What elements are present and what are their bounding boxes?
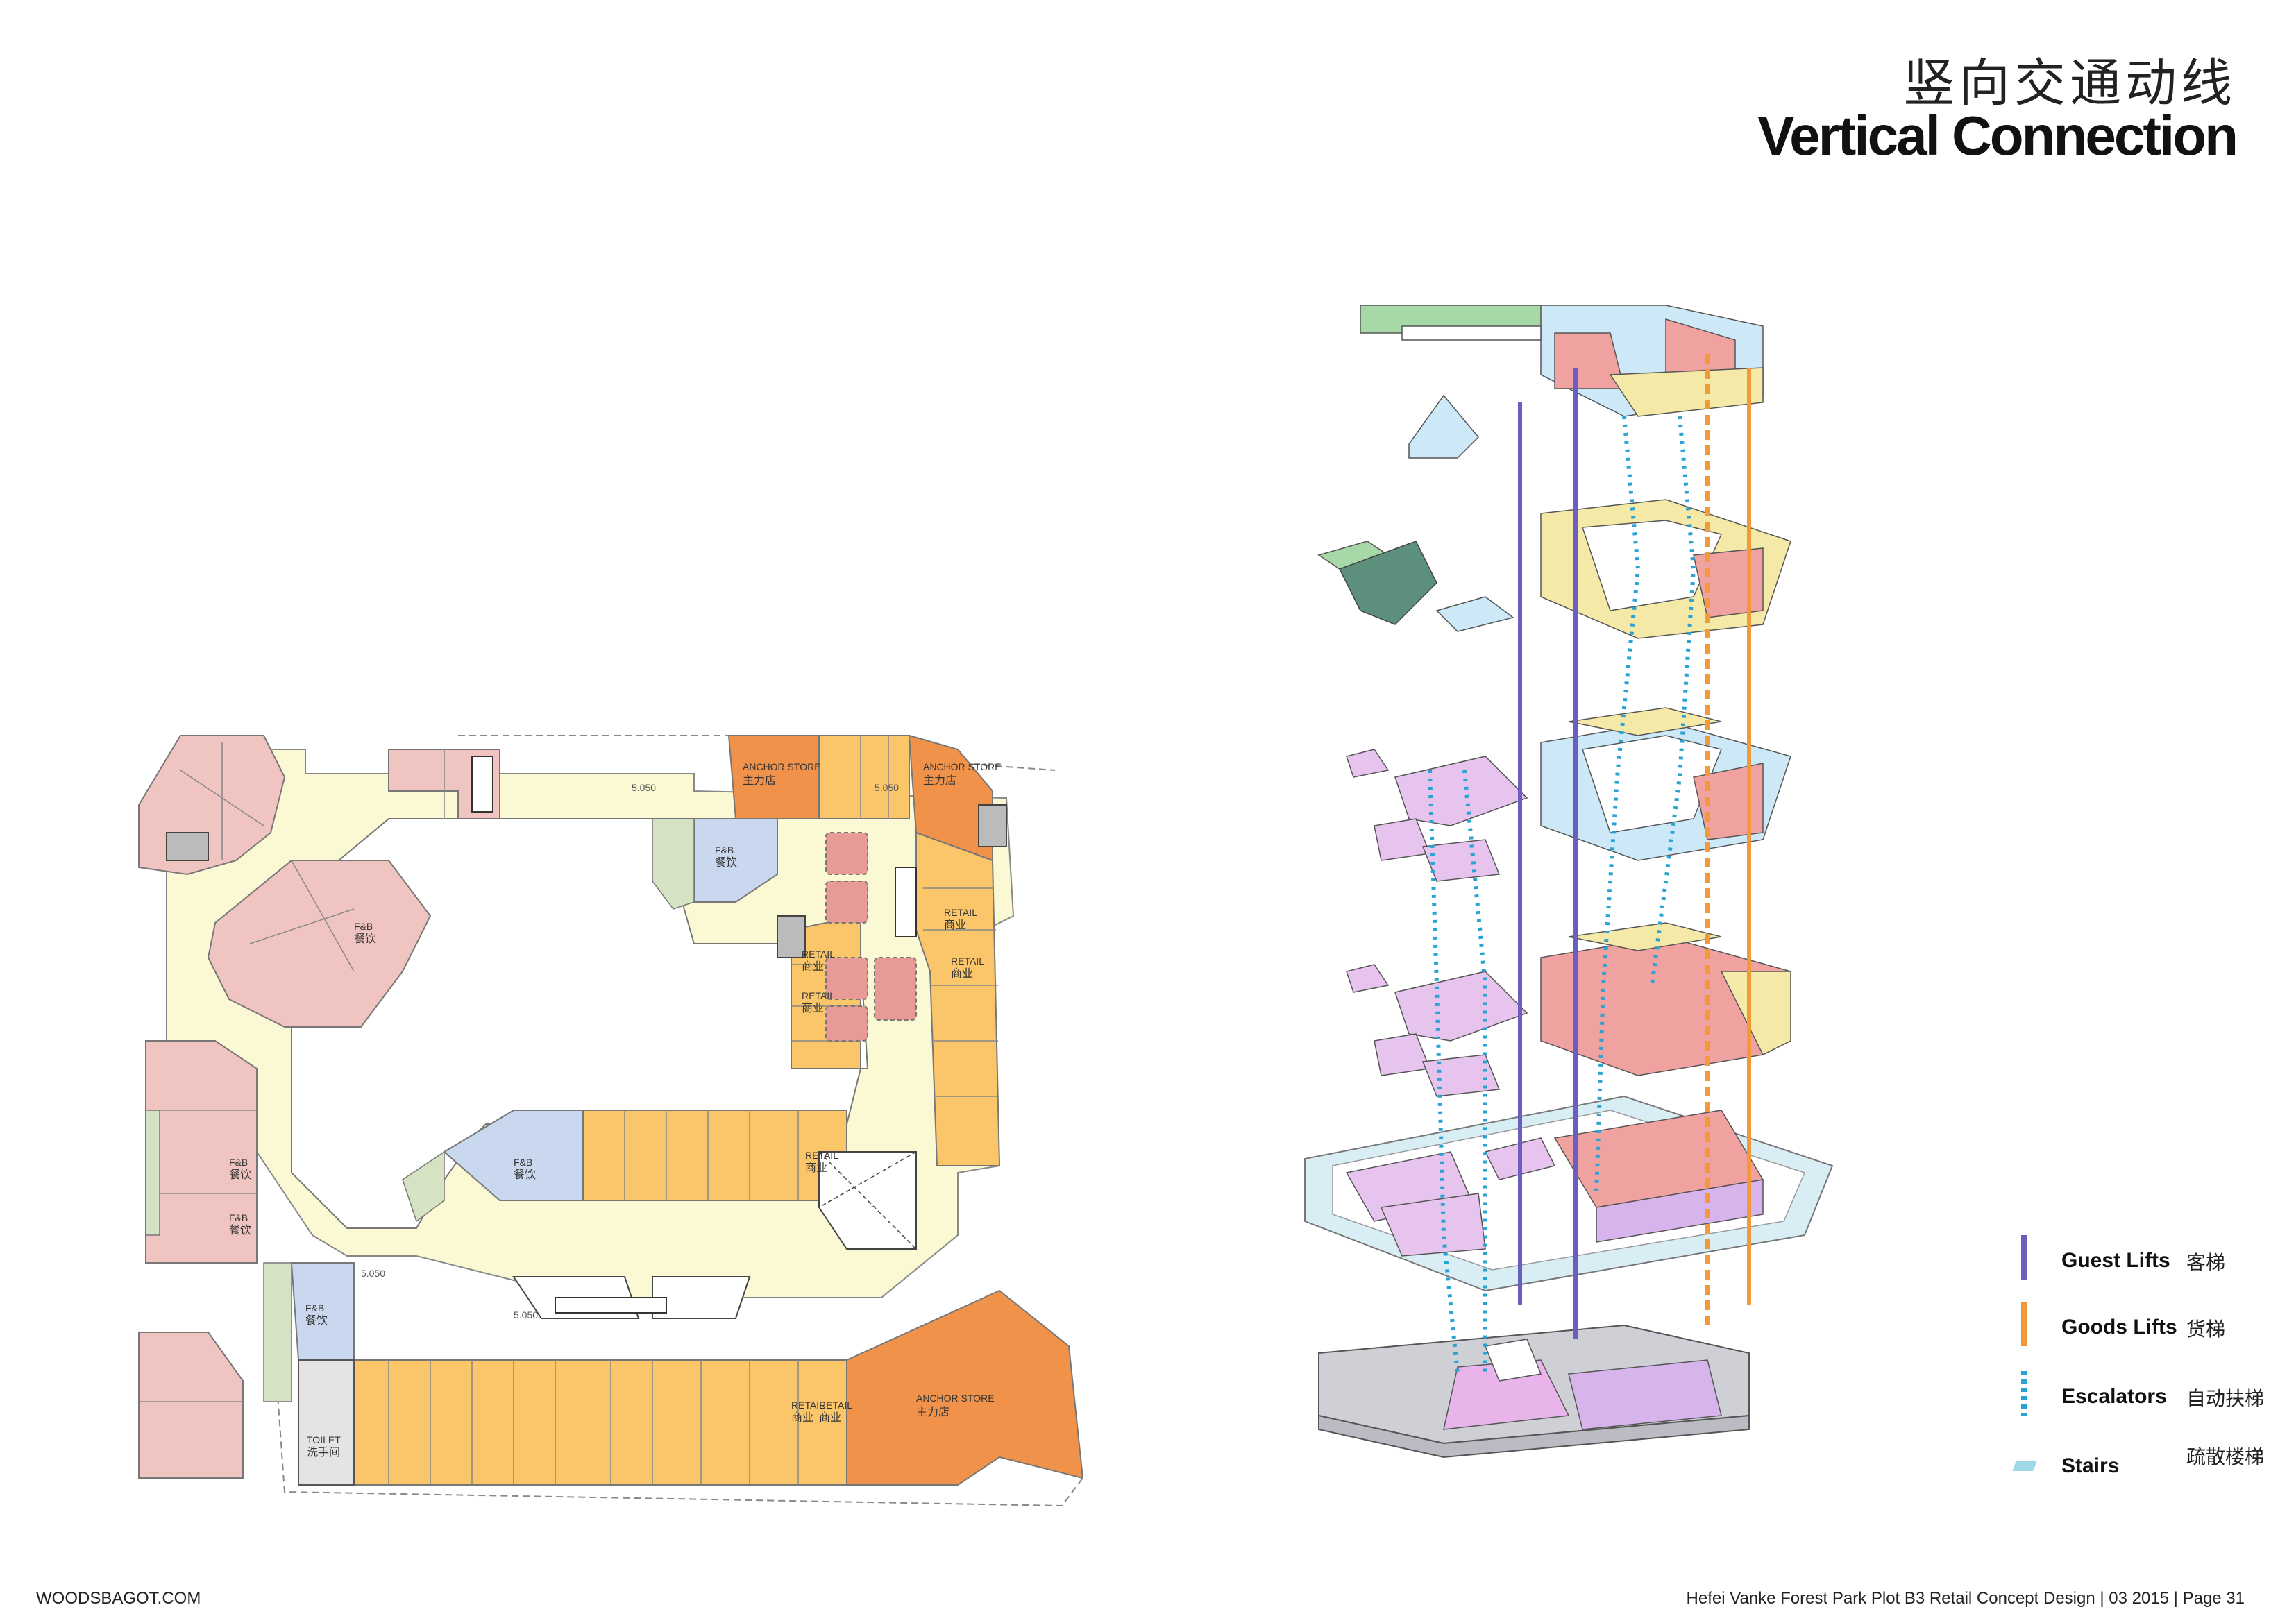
escalator-plan-right bbox=[895, 867, 917, 937]
label-anchor-top-right: ANCHOR STORE bbox=[923, 761, 1002, 772]
legend-item-guest-lifts: Guest Lifts 客梯 bbox=[2013, 1235, 2277, 1291]
legend-label-en: Guest Lifts bbox=[2061, 1249, 2170, 1272]
legend-label-cn: 货梯 bbox=[2186, 1318, 2226, 1341]
stair-plan-right bbox=[978, 804, 1007, 847]
label-retail-middle: RETAIL bbox=[805, 1150, 838, 1161]
label-anchor-bottom-cn: 主力店 bbox=[916, 1406, 949, 1418]
legend-label-en: Goods Lifts bbox=[2061, 1316, 2177, 1339]
level-mark-d: 5.050 bbox=[514, 1309, 538, 1320]
label-fnb-ring: F&B bbox=[354, 921, 373, 932]
level-mark-a: 5.050 bbox=[632, 782, 656, 793]
green-edge-inner bbox=[652, 818, 695, 910]
label-anchor-top-right-cn: 主力店 bbox=[923, 774, 956, 787]
label-retail-right-2-cn: 商业 bbox=[951, 967, 973, 980]
legend-label-cn: 自动扶梯 bbox=[2186, 1387, 2265, 1410]
footer-document-info: Hefei Vanke Forest Park Plot B3 Retail C… bbox=[1686, 1589, 2245, 1608]
legend-label-cn: 客梯 bbox=[2186, 1251, 2226, 1274]
fnb-blue-unit-lower bbox=[443, 1110, 584, 1201]
level-mark-b: 5.050 bbox=[875, 782, 899, 793]
fnb-unit-ring bbox=[207, 860, 432, 1028]
label-fnb-ring-cn: 餐饮 bbox=[354, 933, 376, 945]
legend-item-stairs: Stairs 疏散楼梯 bbox=[2012, 1441, 2277, 1496]
escalator-line-4 bbox=[1650, 416, 1696, 986]
page-title-english: Vertical Connection bbox=[1757, 105, 2238, 167]
legend-item-escalators: Escalators 自动扶梯 bbox=[2013, 1371, 2277, 1427]
label-anchor-bottom: ANCHOR STORE bbox=[916, 1393, 995, 1404]
stairs-swatch bbox=[2012, 1461, 2037, 1471]
label-anchor-top: ANCHOR STORE bbox=[743, 761, 821, 772]
escalator-swatch bbox=[2021, 1371, 2027, 1416]
label-toilet-cn: 洗手间 bbox=[307, 1446, 340, 1459]
label-retail-middle-cn: 商业 bbox=[805, 1162, 827, 1174]
atrium-void bbox=[818, 1151, 917, 1250]
legend: Guest Lifts 客梯 Goods Lifts 货梯 Escalators… bbox=[2012, 1235, 2277, 1513]
level-mark-c: 5.050 bbox=[361, 1268, 385, 1279]
floor-plan-diagram: ANCHOR STORE 主力店 ANCHOR STORE 主力店 ANCHOR… bbox=[138, 734, 1084, 1507]
pink-pod-1 bbox=[825, 832, 868, 875]
level-basement bbox=[1318, 1324, 1750, 1459]
label-anchor-top-cn: 主力店 bbox=[743, 774, 776, 787]
stair-plan-center bbox=[777, 915, 806, 958]
pink-pod-3 bbox=[825, 957, 868, 1000]
legend-label-en: Stairs bbox=[2061, 1454, 2120, 1477]
escalator-plan-top bbox=[471, 756, 493, 813]
level-2 bbox=[1346, 922, 1791, 1097]
level-roof bbox=[1360, 305, 1764, 459]
label-retail-bottom-2: RETAIL bbox=[819, 1400, 852, 1411]
pink-pod-2 bbox=[825, 881, 868, 924]
label-retail-inner-2: RETAIL bbox=[802, 990, 835, 1001]
escalator-plan-bottom bbox=[555, 1297, 667, 1314]
pink-pod-4 bbox=[874, 957, 917, 1021]
legend-label-en: Escalators bbox=[2061, 1385, 2167, 1408]
label-retail-bottom-2-cn: 商业 bbox=[819, 1411, 841, 1424]
fnb-unit-detached bbox=[138, 1332, 244, 1479]
green-edge-left bbox=[145, 1110, 160, 1236]
level-ground bbox=[1304, 1095, 1834, 1292]
label-fnb-blue-upper: F&B bbox=[715, 844, 734, 856]
legend-item-goods-lifts: Goods Lifts 货梯 bbox=[2013, 1302, 2277, 1357]
label-retail-right-1: RETAIL bbox=[944, 907, 977, 918]
label-fnb-blue-lower: F&B bbox=[514, 1157, 532, 1168]
label-fnb-blue-lower-cn: 餐饮 bbox=[514, 1169, 536, 1181]
green-edge-bottom bbox=[263, 1262, 292, 1402]
label-retail-bottom-1-cn: 商业 bbox=[791, 1411, 813, 1424]
label-retail-bottom-1: RETAIL bbox=[791, 1400, 825, 1411]
page-title-chinese: 竖向交通动线 bbox=[1903, 53, 2236, 113]
label-retail-right-2: RETAIL bbox=[951, 955, 984, 967]
toilet-block bbox=[298, 1359, 355, 1486]
label-fnb-blue-bottom-cn: 餐饮 bbox=[305, 1314, 328, 1327]
label-fnb-left-2-cn: 餐饮 bbox=[229, 1224, 251, 1237]
stair-plan-left bbox=[166, 832, 209, 861]
pink-pod-5 bbox=[825, 1005, 868, 1042]
guest-lift-swatch bbox=[2021, 1235, 2027, 1280]
label-fnb-left-cn: 餐饮 bbox=[229, 1169, 251, 1181]
retail-bottom-row bbox=[353, 1359, 847, 1486]
label-toilet: TOILET bbox=[307, 1434, 341, 1445]
escalator-line-2 bbox=[1462, 770, 1487, 1374]
label-retail-right-1-cn: 商业 bbox=[944, 919, 966, 931]
green-edge-lower bbox=[402, 1150, 445, 1223]
label-retail-inner-1-cn: 商业 bbox=[802, 960, 824, 973]
label-fnb-left: F&B bbox=[229, 1157, 248, 1168]
label-retail-inner-1: RETAIL bbox=[802, 949, 835, 960]
label-retail-inner-2-cn: 商业 bbox=[802, 1002, 824, 1014]
label-fnb-blue-bottom: F&B bbox=[305, 1302, 324, 1314]
level-4 bbox=[1317, 499, 1791, 639]
legend-label-cn: 疏散楼梯 bbox=[2186, 1445, 2265, 1468]
label-fnb-left-2: F&B bbox=[229, 1212, 248, 1223]
label-fnb-blue-upper-cn: 餐饮 bbox=[715, 856, 737, 869]
axonometric-level-stack bbox=[1304, 305, 1834, 1459]
escalator-line-1 bbox=[1428, 770, 1460, 1375]
footer-website: WOODSBAGOT.COM bbox=[36, 1589, 201, 1608]
retail-top-row bbox=[818, 735, 910, 819]
goods-lift-swatch bbox=[2021, 1302, 2027, 1346]
level-3 bbox=[1346, 707, 1791, 882]
anchor-store-bottom bbox=[846, 1289, 1084, 1486]
escalator-line-3 bbox=[1594, 416, 1641, 1194]
